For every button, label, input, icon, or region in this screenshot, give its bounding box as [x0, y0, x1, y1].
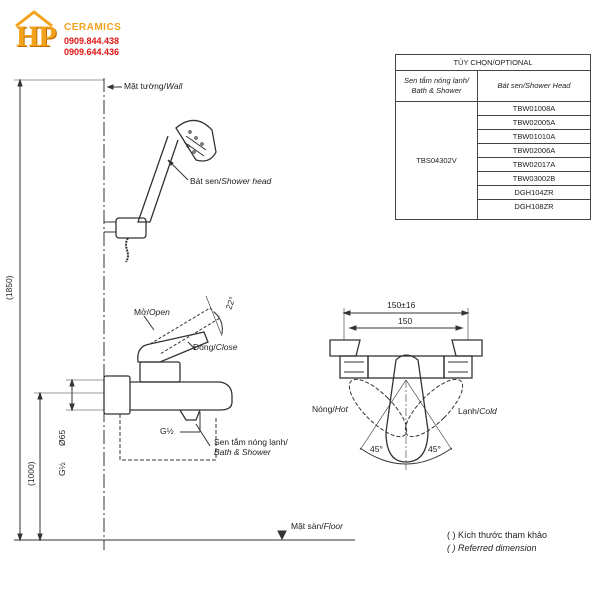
brand-logo: HP CERAMICS 0909.844.438 0909.644.436	[6, 6, 126, 57]
wall-label: Mặt tường/Wall	[124, 81, 182, 91]
shower-head-label-en: Shower head	[221, 176, 272, 186]
options-table-title: TÙY CHỌN/OPTIONAL	[396, 55, 590, 71]
col-bath-shower: Sen tắm nóng lạnh/ Bath & Shower	[396, 71, 478, 101]
house-roof-icon	[15, 10, 53, 28]
floor-marker-icon	[277, 530, 287, 541]
floor-label: Mặt sàn/Floor	[291, 521, 343, 531]
floor-label-en: Floor	[323, 521, 343, 531]
legend-vi: ( ) Kích thước tham khảo	[447, 530, 547, 540]
hot-angle-label: 45°	[370, 444, 383, 454]
col-bath-shower-line2: Bath & Shower	[411, 86, 462, 95]
hot-label-en: Hot	[334, 404, 348, 414]
shower-head-item: TBW03002B	[478, 172, 590, 186]
logo-phone-1: 0909.844.438	[64, 36, 120, 46]
dim-d65-label: Ø65	[57, 429, 67, 446]
cold-label-vi: Lạnh/	[458, 406, 480, 416]
shower-head-item: TBW02006A	[478, 144, 590, 158]
wall-label-en: Wall	[165, 81, 183, 91]
open-label-vi: Mở/	[134, 307, 150, 317]
shower-head-drawing	[104, 119, 217, 263]
shower-head-list: TBW01008A TBW02005A TBW01010A TBW02006A …	[478, 102, 590, 219]
open-label: Mở/Open	[134, 307, 170, 317]
options-table-header: Sen tắm nóng lạnh/ Bath & Shower Bát sen…	[396, 71, 590, 102]
dim-150-16-label: 150±16	[387, 300, 416, 310]
options-table: TÙY CHỌN/OPTIONAL Sen tắm nóng lạnh/ Bat…	[395, 54, 591, 220]
shower-head-item: TBW02017A	[478, 158, 590, 172]
shower-head-item: TBW02005A	[478, 116, 590, 130]
hot-label-vi: Nóng/	[312, 404, 335, 414]
open-label-en: Open	[149, 307, 170, 317]
model-cell: TBS04302V	[396, 102, 478, 219]
col-bath-shower-line1: Sen tắm nóng lạnh/	[403, 76, 470, 85]
mixer-top-drawing	[329, 308, 483, 470]
shower-head-item: TBW01008A	[478, 102, 590, 116]
hot-label: Nóng/Hot	[312, 404, 348, 414]
logo-brand: CERAMICS	[64, 22, 122, 33]
dim-150-label: 150	[398, 316, 413, 326]
shower-head-item: TBW01010A	[478, 130, 590, 144]
shower-head-item: DGH104ZR	[478, 186, 590, 200]
dim-1850-label: (1850)	[4, 275, 14, 300]
shower-head-label-vi: Bát sen/	[190, 176, 222, 186]
shower-head-item: DGH108ZR	[514, 202, 554, 211]
cold-label-en: Cold	[479, 406, 497, 416]
bath-shower-label-en: Bath & Shower	[214, 447, 271, 457]
legend-en: ( ) Referred dimension	[447, 543, 537, 553]
logo-mark: HP	[16, 20, 57, 53]
close-label: Đóng/Close	[193, 342, 237, 352]
logo-phone-2: 0909.644.436	[64, 47, 120, 57]
cold-angle-label: 45°	[428, 444, 441, 454]
wall-label-vi: Mặt tường/	[124, 81, 166, 91]
shower-head-label: Bát sen/Shower head	[190, 176, 271, 186]
dim-1000-label: (1000)	[26, 461, 36, 486]
g-half-label-2: G½	[160, 426, 174, 436]
bath-shower-label: Sen tắm nóng lạnh/ Bath & Shower	[214, 437, 288, 457]
close-label-en: Close	[215, 342, 238, 352]
bath-shower-label-vi: Sen tắm nóng lạnh/	[214, 437, 288, 447]
mixer-side-drawing	[103, 295, 233, 461]
floor-label-vi: Mặt sàn/	[291, 521, 324, 531]
col-shower-head: Bát sen/Shower Head	[497, 81, 571, 90]
cold-label: Lạnh/Cold	[458, 406, 497, 416]
close-label-vi: Đóng/	[193, 342, 216, 352]
g-half-label-1: G½	[57, 462, 67, 476]
